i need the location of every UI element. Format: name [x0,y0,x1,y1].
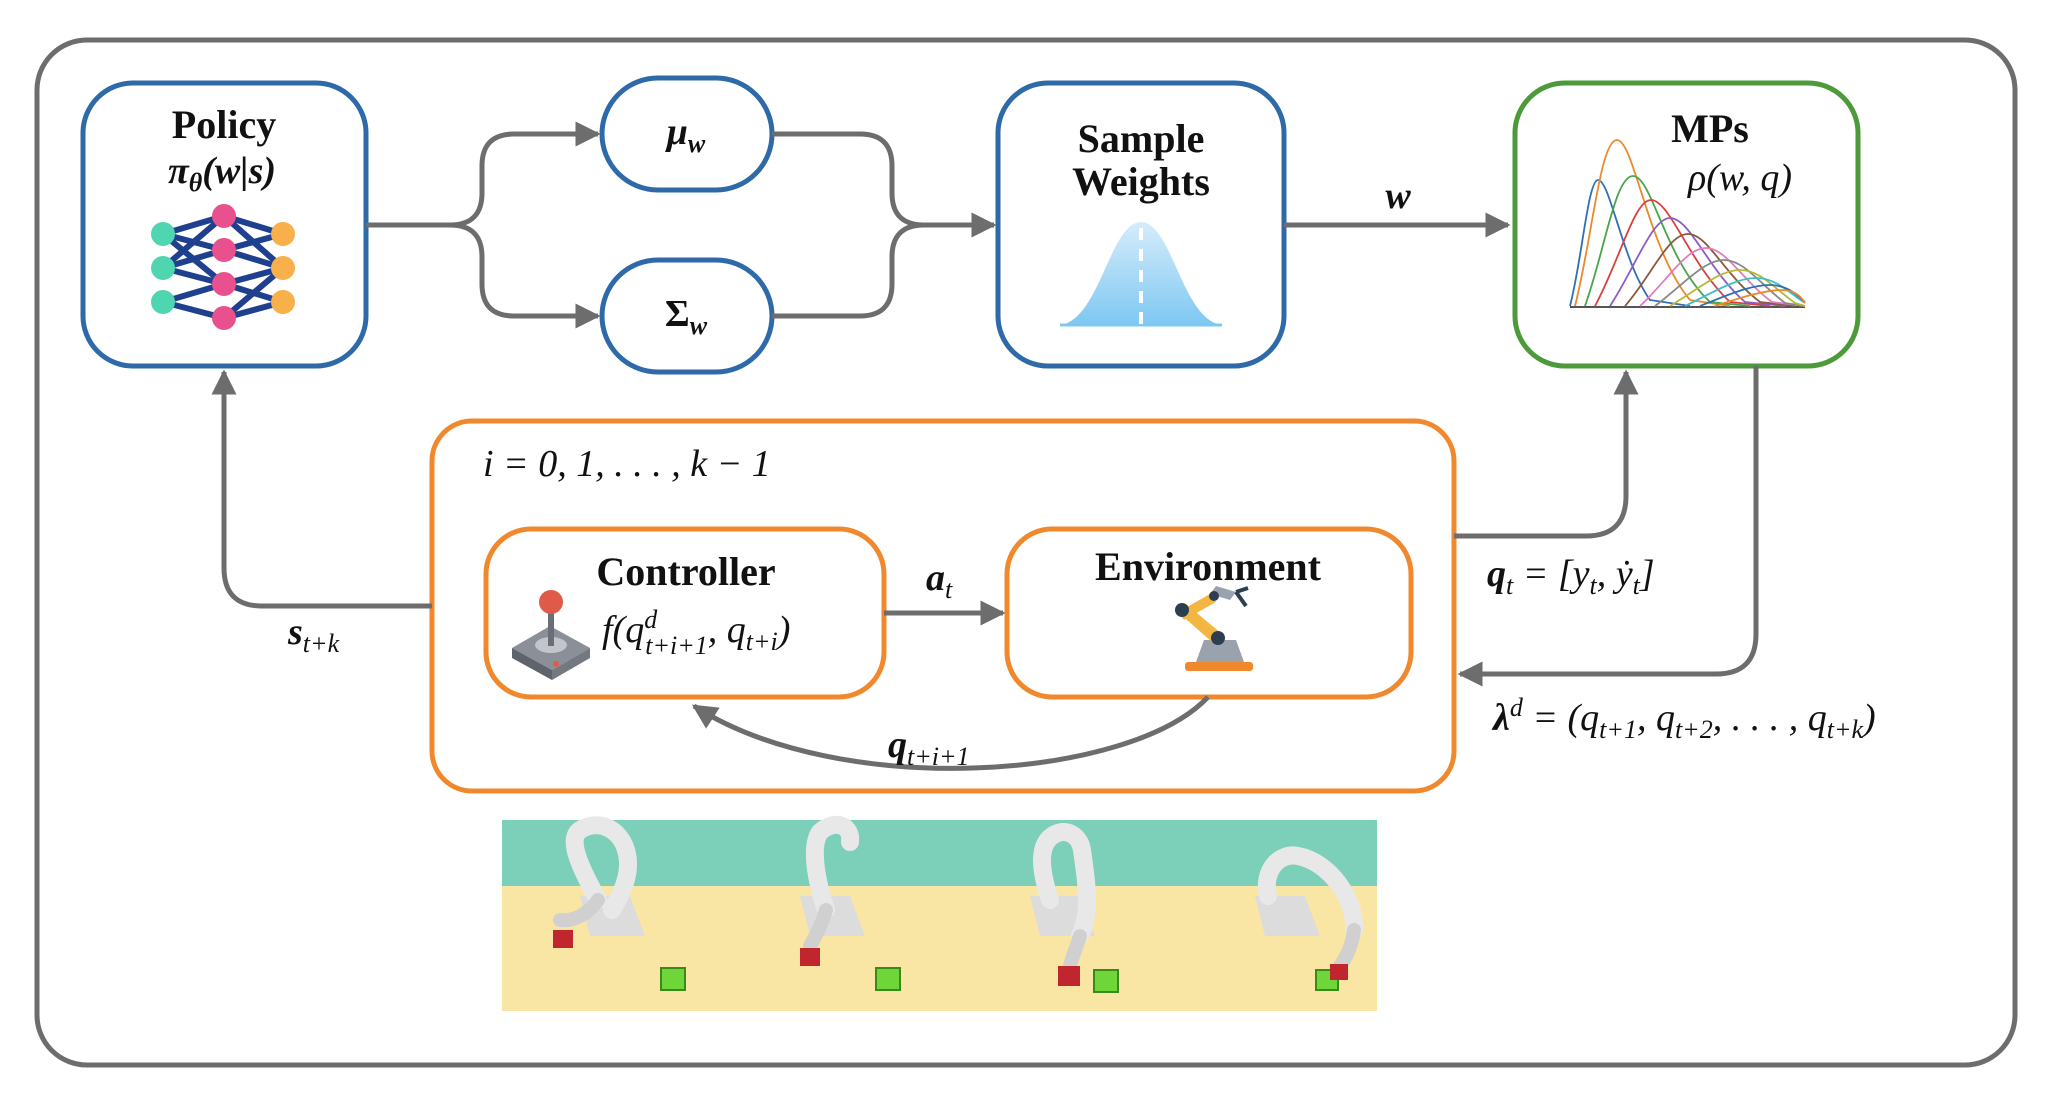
policy-formula: πθ(w|s) [168,150,276,197]
q-label: qt = [yt, ẏt] [1487,553,1655,600]
rollout-loop-box: i = 0, 1, . . . , k − 1 [429,418,1457,794]
robot-frame-3 [1030,823,1119,993]
loop-to-policy-arrow: st+k [211,369,432,658]
robot-scene-strip [502,815,1377,1011]
distribution-to-sample-arrows [772,131,997,319]
neural-network-icon [151,204,295,330]
sigma-label: Σw [665,293,708,340]
action-label: at [926,557,953,604]
policy-node: Policy πθ(w|s) [80,80,369,369]
controller-to-environment-arrow: at [884,557,1006,626]
basis-functions-plot-icon [1569,139,1806,308]
robot-frame-2 [800,815,901,991]
environment-title: Environment [1095,544,1322,589]
mps-to-loop-arrow: λd = (qt+1, qt+2, . . . , qt+k) [1457,366,1876,744]
policy-title: Policy [172,102,276,147]
mps-formula: ρ(w, q) [1687,157,1792,199]
robot-arm-icon [1175,586,1253,671]
mps-title: MPs [1671,106,1749,151]
mu-label: μw [665,111,706,158]
environment-node: Environment [1004,526,1414,700]
state-label: st+k [287,611,340,658]
joystick-icon [512,590,590,680]
loop-label: i = 0, 1, . . . , k − 1 [483,443,771,485]
sample-title-line2: Weights [1072,159,1210,204]
lambda-label: λd = (qt+1, qt+2, . . . , qt+k) [1491,693,1876,744]
mps-node: MPs ρ(w, q) [1512,80,1861,369]
sample-weights-node: Sample Weights [995,80,1287,369]
sigma-node: Σw [599,257,775,375]
mu-node: μw [599,75,775,193]
w-label: w [1385,175,1411,217]
gaussian-distribution-icon [1060,222,1222,327]
sample-title-line1: Sample [1078,116,1205,161]
robot-frame-1 [553,816,686,991]
policy-to-distribution-arrows [366,121,601,329]
feedback-label: qt+i+1 [888,724,970,771]
outer-frame [34,37,2018,1068]
controller-title: Controller [596,549,775,594]
sample-to-mps-arrow: w [1284,175,1511,238]
environment-to-controller-feedback-arrow: qt+i+1 [691,695,1210,771]
robot-frame-4 [1255,846,1364,991]
loop-to-mps-arrow: qt = [yt, ẏt] [1454,369,1655,600]
